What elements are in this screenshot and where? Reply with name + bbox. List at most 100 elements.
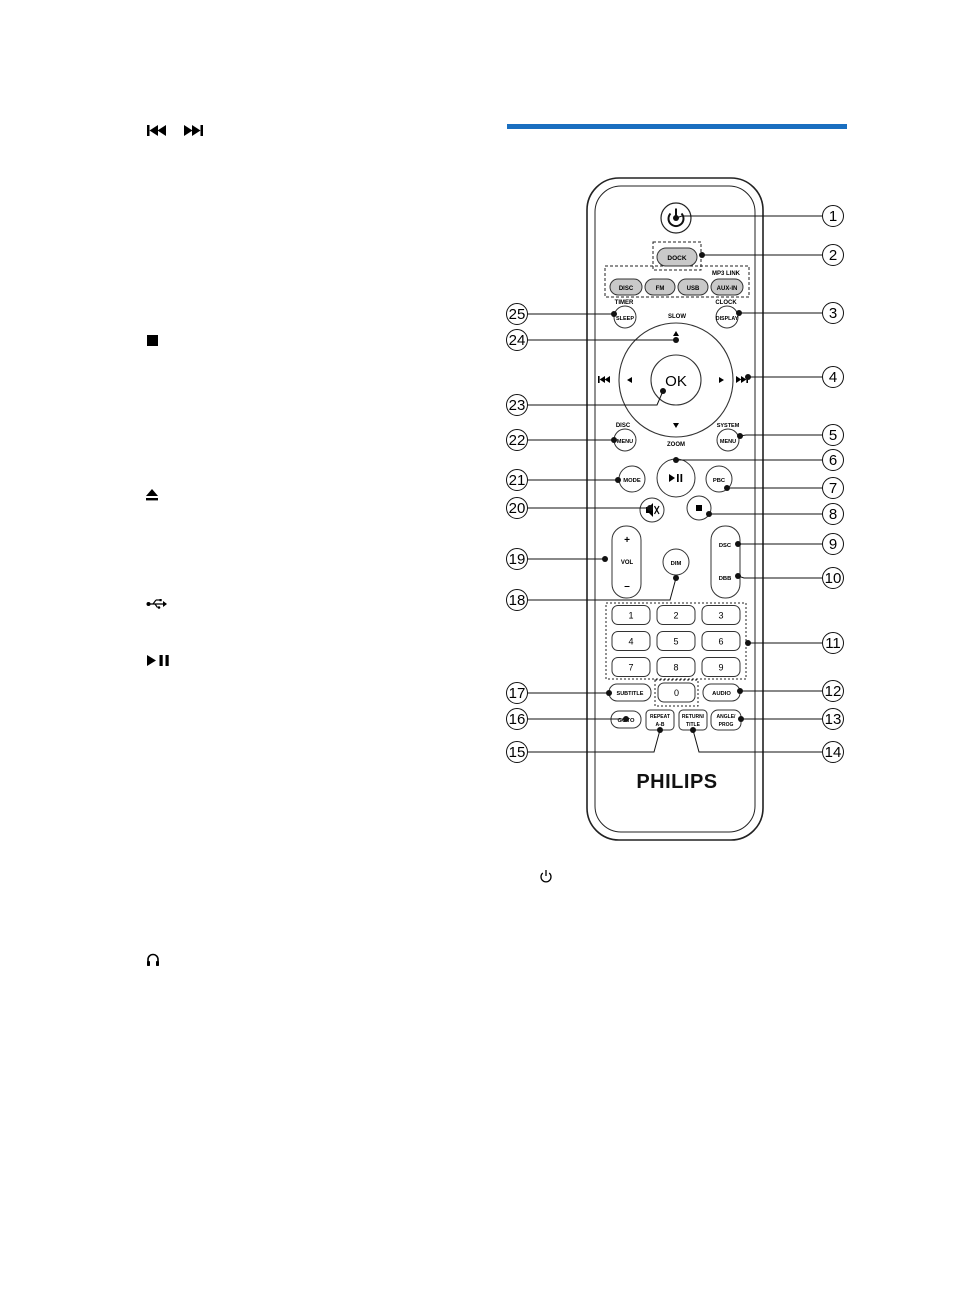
callout-number: 13 — [825, 711, 842, 728]
callout-number: 22 — [509, 432, 526, 449]
callout-number: 2 — [829, 247, 837, 264]
digit-label: 5 — [673, 637, 678, 647]
source-usb-button[interactable]: USB — [677, 278, 709, 296]
callout-number: 4 — [829, 369, 837, 386]
callout-number: 7 — [829, 480, 837, 497]
svg-text:MENU: MENU — [617, 439, 633, 445]
callout-25: 25 — [506, 303, 617, 325]
system-menu-label: SYSTEM — [717, 423, 740, 429]
volume-button[interactable]: + VOL – — [611, 525, 642, 599]
callout-layer: 1234567891011121314151617181920212223242… — [506, 205, 844, 763]
callout-22: 22 — [506, 429, 617, 451]
svg-text:DIM: DIM — [671, 561, 682, 567]
callout-7: 7 — [724, 477, 844, 499]
svg-text:USB: USB — [687, 286, 700, 292]
svg-text:DISC: DISC — [619, 286, 634, 292]
callout-number: 18 — [509, 592, 526, 609]
nav-down-arrow — [673, 423, 679, 428]
callout-number: 11 — [825, 635, 841, 652]
digit-6-button[interactable]: 6 — [701, 631, 741, 651]
callout-18: 18 — [506, 575, 679, 611]
previous-track-icon — [147, 125, 166, 136]
svg-text:DISPLAY: DISPLAY — [716, 316, 739, 322]
callout-24: 24 — [506, 329, 679, 351]
callout-number: 19 — [509, 551, 526, 568]
nav-left-arrow — [627, 377, 632, 383]
callout-5: 5 — [737, 424, 844, 446]
subtitle-button[interactable]: SUBTITLE — [608, 683, 652, 702]
source-aux-in-button[interactable]: AUX-IN — [710, 278, 744, 296]
callout-21: 21 — [506, 469, 621, 491]
digit-label: 1 — [628, 611, 633, 621]
callout-number: 21 — [509, 472, 526, 489]
slow-label: SLOW — [668, 314, 686, 320]
digit-4-button[interactable]: 4 — [611, 631, 651, 651]
digit-1-button[interactable]: 1 — [611, 605, 651, 625]
dock-button[interactable]: DOCK — [656, 247, 698, 267]
philips-logo: PHILIPS — [636, 771, 717, 793]
svg-text:MENU: MENU — [720, 439, 736, 445]
svg-text:AUX-IN: AUX-IN — [717, 286, 738, 292]
stop-icon — [147, 335, 158, 346]
callout-20: 20 — [506, 497, 653, 519]
callout-12: 12 — [737, 680, 844, 702]
callout-number: 16 — [509, 711, 526, 728]
ok-button[interactable]: OK — [650, 354, 702, 406]
svg-text:A-B: A-B — [656, 722, 665, 728]
source-fm-button[interactable]: FM — [644, 278, 676, 296]
zero-dashed-group — [654, 679, 699, 707]
next-track-icon — [184, 125, 203, 136]
callout-23: 23 — [506, 388, 666, 416]
headphones-icon — [147, 953, 159, 966]
digit-9-button[interactable]: 9 — [701, 657, 741, 677]
callout-number: 5 — [829, 427, 837, 444]
disc-menu-button[interactable]: MENU — [613, 428, 637, 452]
return-title-button[interactable]: RETURN/ TITLE — [678, 709, 708, 731]
system-menu-button[interactable]: MENU — [716, 428, 740, 452]
callout-14: 14 — [690, 727, 844, 763]
display-button[interactable]: DISPLAY — [715, 305, 739, 329]
svg-text:DSC: DSC — [719, 543, 732, 549]
callout-number: 14 — [825, 744, 842, 761]
mode-button[interactable]: MODE — [618, 465, 646, 493]
svg-text:–: – — [624, 581, 630, 592]
svg-text:0: 0 — [674, 688, 679, 698]
clock-label: CLOCK — [715, 300, 737, 306]
digit-5-button[interactable]: 5 — [656, 631, 696, 651]
digit-3-button[interactable]: 3 — [701, 605, 741, 625]
digit-8-button[interactable]: 8 — [656, 657, 696, 677]
callout-number: 6 — [829, 452, 837, 469]
digit-2-button[interactable]: 2 — [656, 605, 696, 625]
remote-body-inner — [594, 185, 756, 833]
callout-number: 1 — [829, 208, 837, 225]
digit-0-button[interactable]: 0 — [657, 682, 696, 703]
play-pause-button[interactable] — [656, 458, 696, 498]
callout-3: 3 — [736, 302, 844, 324]
svg-text:PROG: PROG — [719, 722, 734, 728]
disc-menu-label: DISC — [616, 423, 631, 429]
dsc-dbb-button[interactable]: DSC DBB — [710, 525, 741, 599]
audio-button[interactable]: AUDIO — [702, 683, 741, 702]
digit-7-button[interactable]: 7 — [611, 657, 651, 677]
sleep-button[interactable]: SLEEP — [613, 305, 637, 329]
angle-prog-button[interactable]: ANGLE/ PROG — [710, 709, 742, 731]
stop-button[interactable] — [686, 495, 712, 521]
svg-text:SUBTITLE: SUBTITLE — [617, 691, 644, 697]
dock-label: DOCK — [667, 255, 686, 262]
callout-number: 24 — [509, 332, 526, 349]
callout-19: 19 — [506, 548, 608, 570]
ok-label: OK — [665, 373, 687, 390]
remote-body-outer — [586, 177, 764, 841]
dim-button[interactable]: DIM — [662, 548, 690, 576]
digit-label: 4 — [628, 637, 633, 647]
svg-text:ANGLE/: ANGLE/ — [717, 714, 737, 720]
previous-icon[interactable] — [598, 376, 610, 383]
timer-label: TIMER — [615, 300, 634, 306]
source-disc-button[interactable]: DISC — [609, 278, 643, 296]
svg-text:VOL: VOL — [621, 560, 634, 566]
digit-label: 6 — [718, 637, 723, 647]
svg-text:+: + — [624, 535, 630, 546]
